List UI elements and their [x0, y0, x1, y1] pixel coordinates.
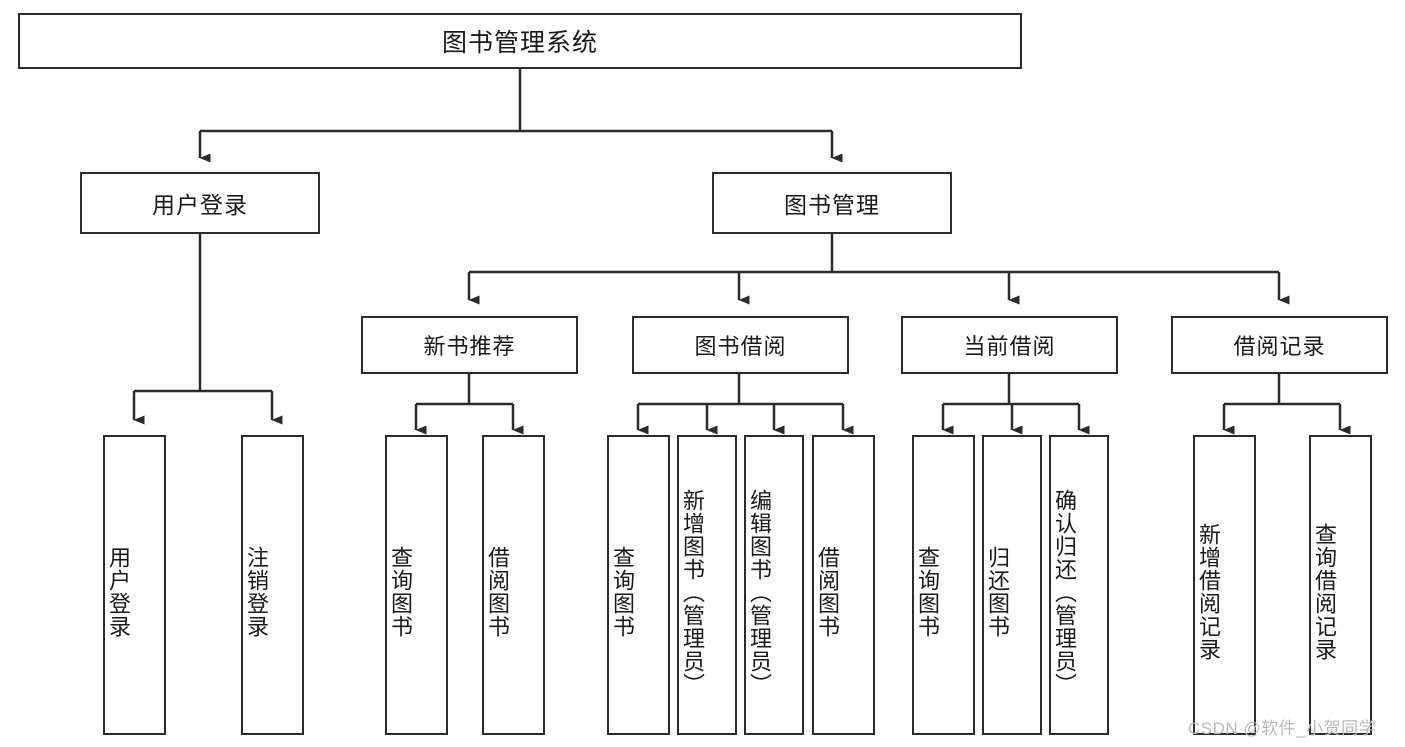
leaf-borrow-query-book[interactable]: 查询图书 — [607, 435, 670, 735]
node-user-login[interactable]: 用户登录 — [80, 172, 320, 234]
leaf-current-query-book[interactable]: 查询图书 — [912, 435, 975, 735]
node-label: 新增借阅记录 — [1195, 523, 1221, 661]
node-label: 借阅记录 — [1233, 334, 1326, 359]
leaf-borrow-borrow-book[interactable]: 借阅图书 — [812, 435, 875, 735]
node-label: 确认归还（管理员） — [1051, 488, 1077, 696]
leaf-user-login-signout[interactable]: 注销登录 — [241, 435, 304, 735]
leaf-record-add-record[interactable]: 新增借阅记录 — [1193, 435, 1256, 735]
node-book-management[interactable]: 图书管理 — [712, 172, 952, 234]
leaf-record-query-record[interactable]: 查询借阅记录 — [1309, 435, 1372, 735]
node-root-system[interactable]: 图书管理系统 — [18, 13, 1022, 69]
leaf-borrow-edit-book-admin[interactable]: 编辑图书（管理员） — [744, 435, 804, 735]
node-label: 借阅图书 — [814, 546, 840, 638]
leaf-current-return-book[interactable]: 归还图书 — [982, 435, 1042, 735]
node-label: 编辑图书（管理员） — [746, 488, 772, 696]
leaf-recommend-borrow-book[interactable]: 借阅图书 — [482, 435, 545, 735]
node-label: 图书管理系统 — [441, 29, 598, 57]
node-current-borrow[interactable]: 当前借阅 — [901, 316, 1118, 374]
node-label: 用户登录 — [105, 546, 131, 638]
node-label: 当前借阅 — [963, 334, 1056, 359]
node-label: 借阅图书 — [484, 546, 510, 638]
node-label: 查询图书 — [609, 546, 635, 638]
node-new-book-recommend[interactable]: 新书推荐 — [361, 316, 578, 374]
node-label: 查询图书 — [914, 546, 940, 638]
node-label: 图书借阅 — [694, 334, 787, 359]
node-label: 新增图书（管理员） — [679, 488, 705, 696]
node-label: 注销登录 — [243, 546, 269, 638]
leaf-user-login-signin[interactable]: 用户登录 — [103, 435, 166, 735]
node-label: 图书管理 — [784, 192, 880, 218]
node-label: 新书推荐 — [423, 334, 516, 359]
leaf-current-confirm-return-admin[interactable]: 确认归还（管理员） — [1049, 435, 1109, 735]
node-label: 归还图书 — [984, 546, 1010, 638]
csdn-watermark: CSDN @软件_小贺同学 — [1188, 719, 1377, 738]
leaf-borrow-add-book-admin[interactable]: 新增图书（管理员） — [677, 435, 737, 735]
node-label: 查询借阅记录 — [1311, 523, 1337, 661]
leaf-recommend-query-book[interactable]: 查询图书 — [385, 435, 448, 735]
node-label: 查询图书 — [387, 546, 413, 638]
node-borrow-record[interactable]: 借阅记录 — [1171, 316, 1388, 374]
node-book-borrow[interactable]: 图书借阅 — [632, 316, 849, 374]
node-label: 用户登录 — [152, 192, 248, 218]
